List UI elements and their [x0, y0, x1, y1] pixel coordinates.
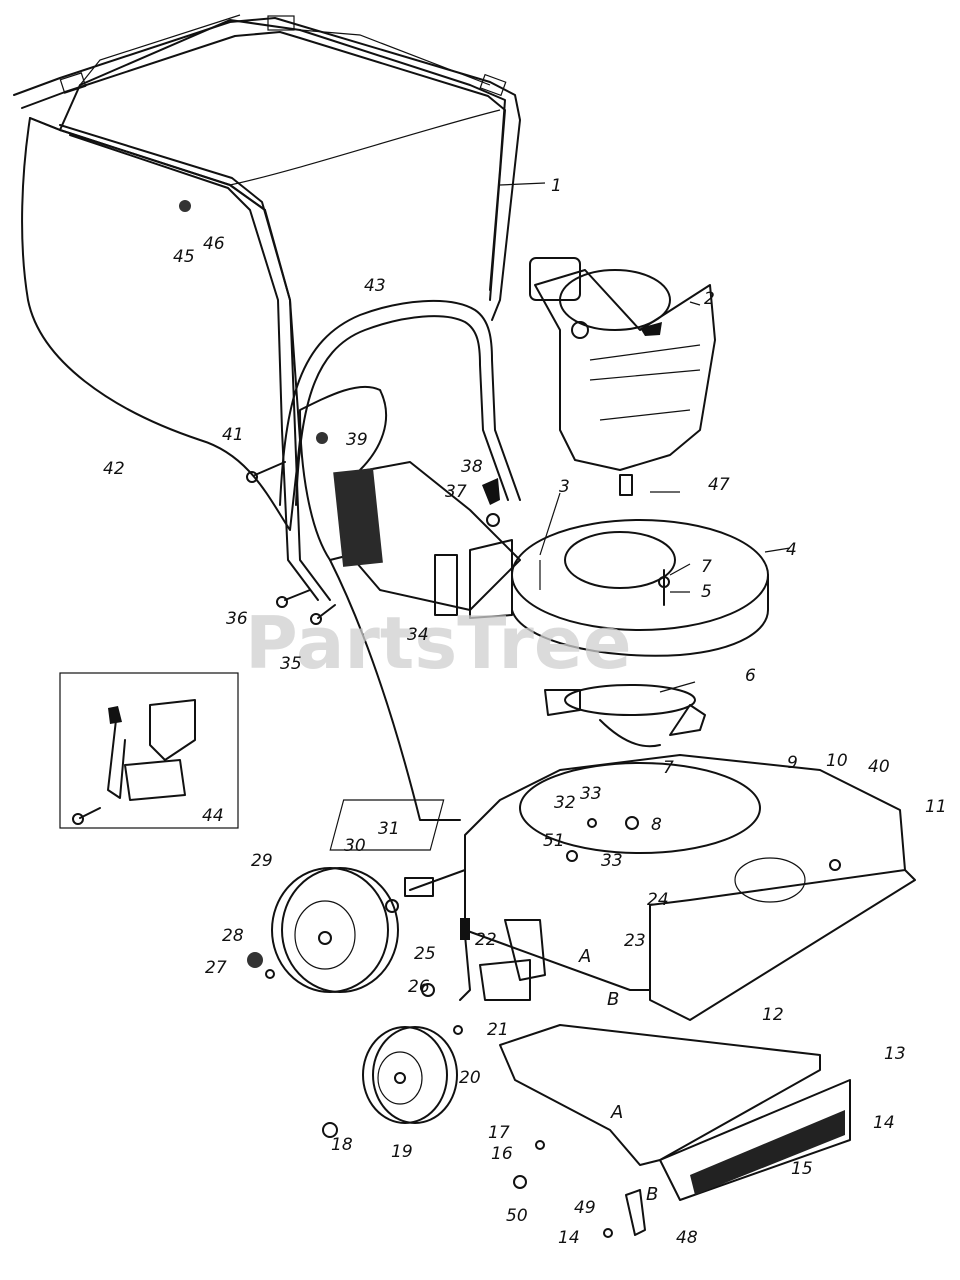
label-44: 44	[202, 806, 224, 826]
label-12: 12	[762, 1005, 784, 1025]
label-40: 40	[868, 757, 890, 777]
label-46: 46	[203, 234, 225, 254]
label-3: 3	[559, 477, 570, 497]
label-19: 19	[391, 1142, 413, 1162]
engine	[529, 257, 716, 496]
label-29: 29	[251, 851, 273, 871]
label-48: 48	[676, 1228, 698, 1248]
label-49: 49	[574, 1198, 596, 1218]
label-37: 37	[445, 482, 467, 502]
label-6: 6	[745, 666, 756, 686]
label-9: 9	[787, 753, 798, 773]
label-51: 51	[543, 831, 565, 851]
label-33a: 33	[580, 784, 602, 804]
intake-chute	[299, 385, 521, 821]
impeller	[544, 684, 706, 748]
inset-detail-44	[59, 672, 239, 829]
part-labels: 1 2 3 4 5 6 7 7 8 9 10 11 12 13 14 14 15…	[103, 176, 947, 1248]
rear-wheel-29	[271, 867, 399, 993]
connection-callouts: A B A B	[578, 946, 658, 1205]
label-17: 17	[488, 1123, 510, 1143]
label-7a: 7	[701, 557, 712, 577]
label-35: 35	[280, 654, 302, 674]
label-21: 21	[487, 1020, 509, 1040]
label-47: 47	[708, 475, 730, 495]
label-50: 50	[506, 1206, 528, 1226]
label-27: 27	[205, 958, 227, 978]
bag-frame	[13, 15, 521, 601]
label-22: 22	[475, 930, 497, 950]
label-24: 24	[647, 890, 669, 910]
label-43: 43	[364, 276, 386, 296]
label-45: 45	[173, 247, 195, 267]
label-2: 2	[704, 289, 715, 309]
label-14b: 14	[558, 1228, 580, 1248]
label-28: 28	[222, 926, 244, 946]
label-36: 36	[226, 609, 248, 629]
label-11: 11	[925, 797, 947, 817]
hardware-items	[179, 200, 841, 1238]
label-1: 1	[551, 176, 562, 196]
label-18: 18	[331, 1135, 353, 1155]
label-13: 13	[884, 1044, 906, 1064]
label-26: 26	[408, 977, 430, 997]
skid-plate	[499, 1024, 851, 1201]
callout-a-upper: A	[578, 946, 591, 967]
label-41: 41	[222, 425, 244, 445]
axle-31	[404, 869, 466, 897]
label-5: 5	[701, 582, 712, 602]
label-4: 4	[786, 540, 797, 560]
leaf-bag	[21, 14, 506, 531]
label-14a: 14	[873, 1113, 895, 1133]
front-wheel-19	[362, 1026, 458, 1124]
lower-handle	[279, 299, 521, 506]
label-34: 34	[407, 625, 429, 645]
label-15: 15	[791, 1159, 813, 1179]
label-30: 30	[344, 836, 366, 856]
blower-housing	[469, 519, 769, 657]
label-39: 39	[346, 430, 368, 450]
label-7b: 7	[663, 758, 674, 778]
label-23: 23	[624, 931, 646, 951]
label-33b: 33	[601, 851, 623, 871]
callout-b-upper: B	[607, 989, 619, 1010]
label-10: 10	[826, 751, 848, 771]
label-31: 31	[378, 819, 400, 839]
label-16: 16	[491, 1144, 513, 1164]
label-20: 20	[459, 1068, 481, 1088]
callout-b-lower: B	[646, 1184, 658, 1205]
label-25: 25	[414, 944, 436, 964]
blower-deck	[329, 754, 916, 1021]
leader-lines	[499, 182, 791, 693]
callout-a-lower: A	[610, 1102, 623, 1123]
label-8: 8	[651, 815, 662, 835]
partstree-watermark: PartsTree	[245, 601, 632, 685]
label-38: 38	[461, 457, 483, 477]
label-42: 42	[103, 459, 125, 479]
height-adjuster-21-22-25	[459, 918, 546, 1001]
label-32: 32	[554, 793, 576, 813]
